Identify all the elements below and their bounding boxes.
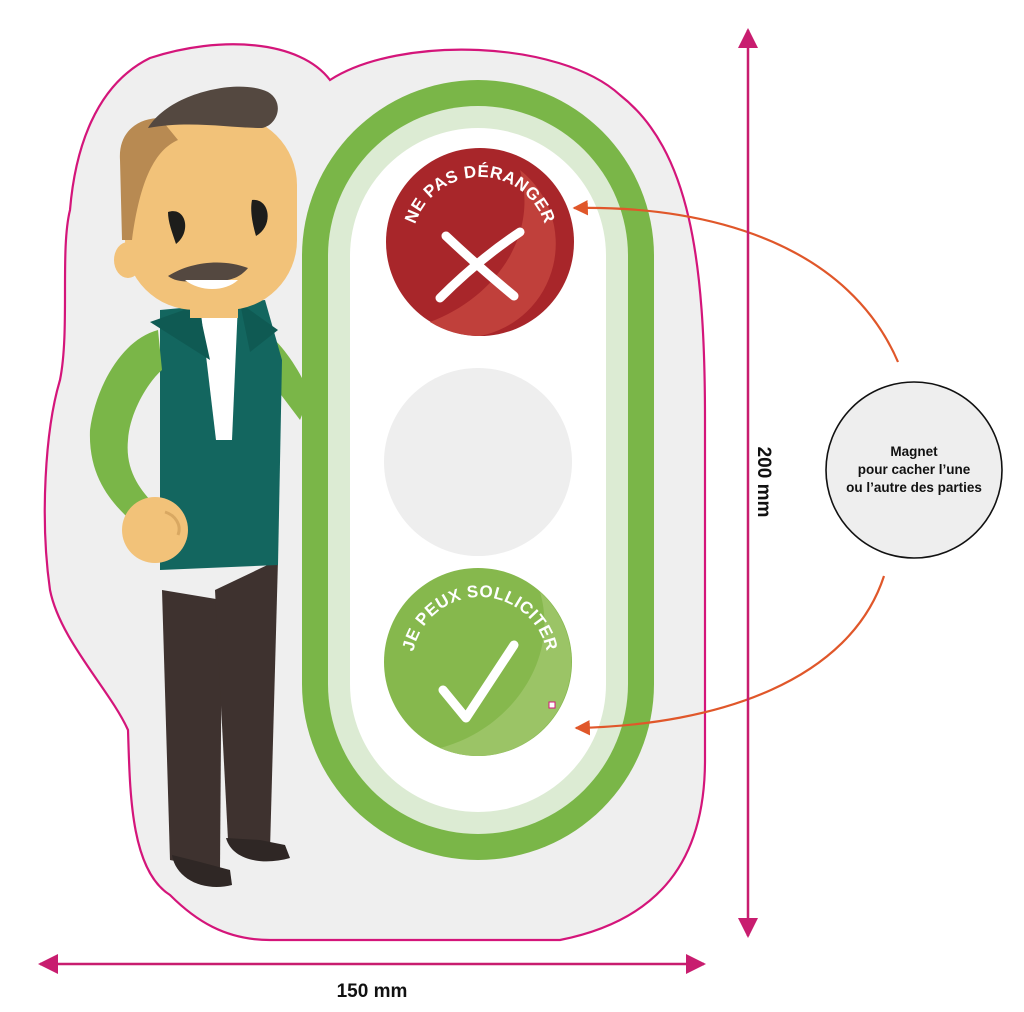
badge-do-not-disturb: NE PAS DÉRANGER [386,148,574,337]
character-man [89,86,310,887]
magnet-line3: ou l’autre des parties [846,480,982,495]
magnet-line2: pour cacher l’une [858,462,971,477]
cross-icon [435,227,525,303]
badge-empty-slot [384,368,572,556]
magnet-line1: Magnet [890,444,938,459]
magnet-callout: Magnet pour cacher l’une ou l’autre des … [825,381,1003,559]
height-dimension-label: 200 mm [753,447,774,518]
width-dimension-label: 150 mm [337,981,408,1002]
badge-available: JE PEUX SOLLICITER [384,568,572,756]
arrow-to-top-badge [572,200,900,363]
arrow-to-bottom-badge [574,575,886,736]
check-icon [438,640,519,723]
